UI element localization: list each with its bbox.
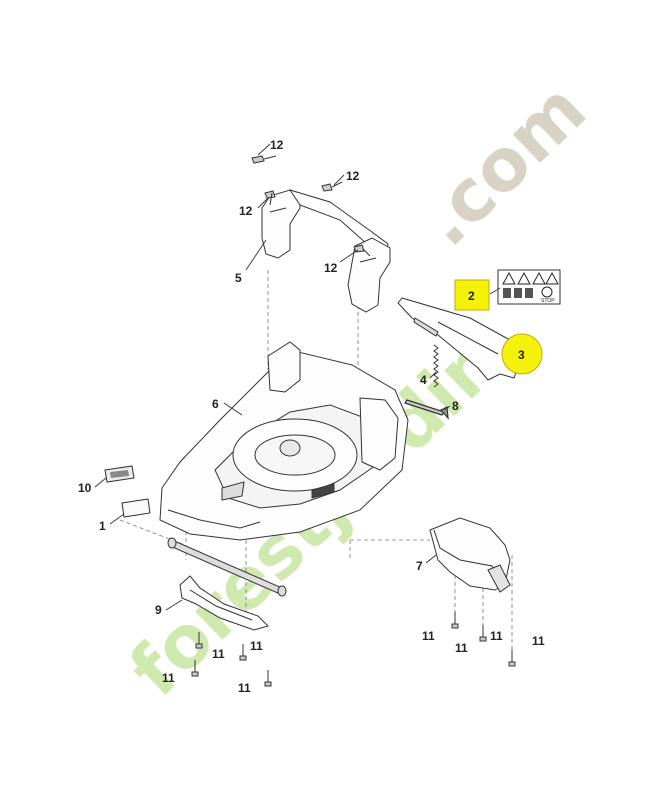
label-12-b: 12 bbox=[346, 169, 360, 183]
front-bracket bbox=[179, 575, 269, 631]
label-4: 4 bbox=[420, 373, 427, 387]
label-11-d: 11 bbox=[238, 681, 251, 695]
mower-deck bbox=[159, 341, 409, 541]
warning-label: STOP bbox=[497, 269, 561, 305]
axle bbox=[167, 537, 287, 597]
rod bbox=[404, 399, 449, 420]
spring bbox=[433, 344, 439, 388]
screws-12 bbox=[251, 155, 371, 257]
label-12-d: 12 bbox=[324, 261, 338, 275]
handle-support bbox=[261, 189, 391, 313]
label-11-f: 11 bbox=[490, 629, 503, 643]
leader-lines bbox=[94, 143, 513, 611]
label-11-c: 11 bbox=[162, 671, 175, 685]
highlight-3-circle bbox=[501, 333, 543, 375]
highlight-2-box bbox=[454, 279, 490, 311]
watermark-gray: .com bbox=[403, 67, 601, 263]
label-7: 7 bbox=[416, 559, 423, 573]
label-10: 10 bbox=[78, 481, 92, 495]
decal-1 bbox=[121, 498, 151, 518]
label-12-a: 12 bbox=[270, 138, 284, 152]
label-11-a: 11 bbox=[212, 647, 225, 661]
rear-flap bbox=[397, 297, 521, 381]
label-5: 5 bbox=[235, 271, 242, 285]
part-labels: 12 12 12 12 5 6 2 3 4 8 10 1 7 9 11 11 1… bbox=[78, 138, 545, 695]
label-2: 2 bbox=[468, 289, 475, 303]
label-11-g: 11 bbox=[455, 641, 468, 655]
decal-10 bbox=[104, 465, 135, 483]
label-stop-text: STOP bbox=[541, 298, 555, 304]
label-6: 6 bbox=[212, 397, 219, 411]
label-11-e: 11 bbox=[422, 629, 435, 643]
mulching-plug bbox=[429, 517, 511, 593]
label-12-c: 12 bbox=[239, 204, 253, 218]
label-8: 8 bbox=[452, 399, 459, 413]
label-3: 3 bbox=[518, 348, 525, 362]
label-11-h: 11 bbox=[532, 634, 545, 648]
screws-11 bbox=[191, 612, 516, 687]
label-9: 9 bbox=[155, 603, 162, 617]
label-1: 1 bbox=[99, 519, 106, 533]
label-11-b: 11 bbox=[250, 639, 263, 653]
